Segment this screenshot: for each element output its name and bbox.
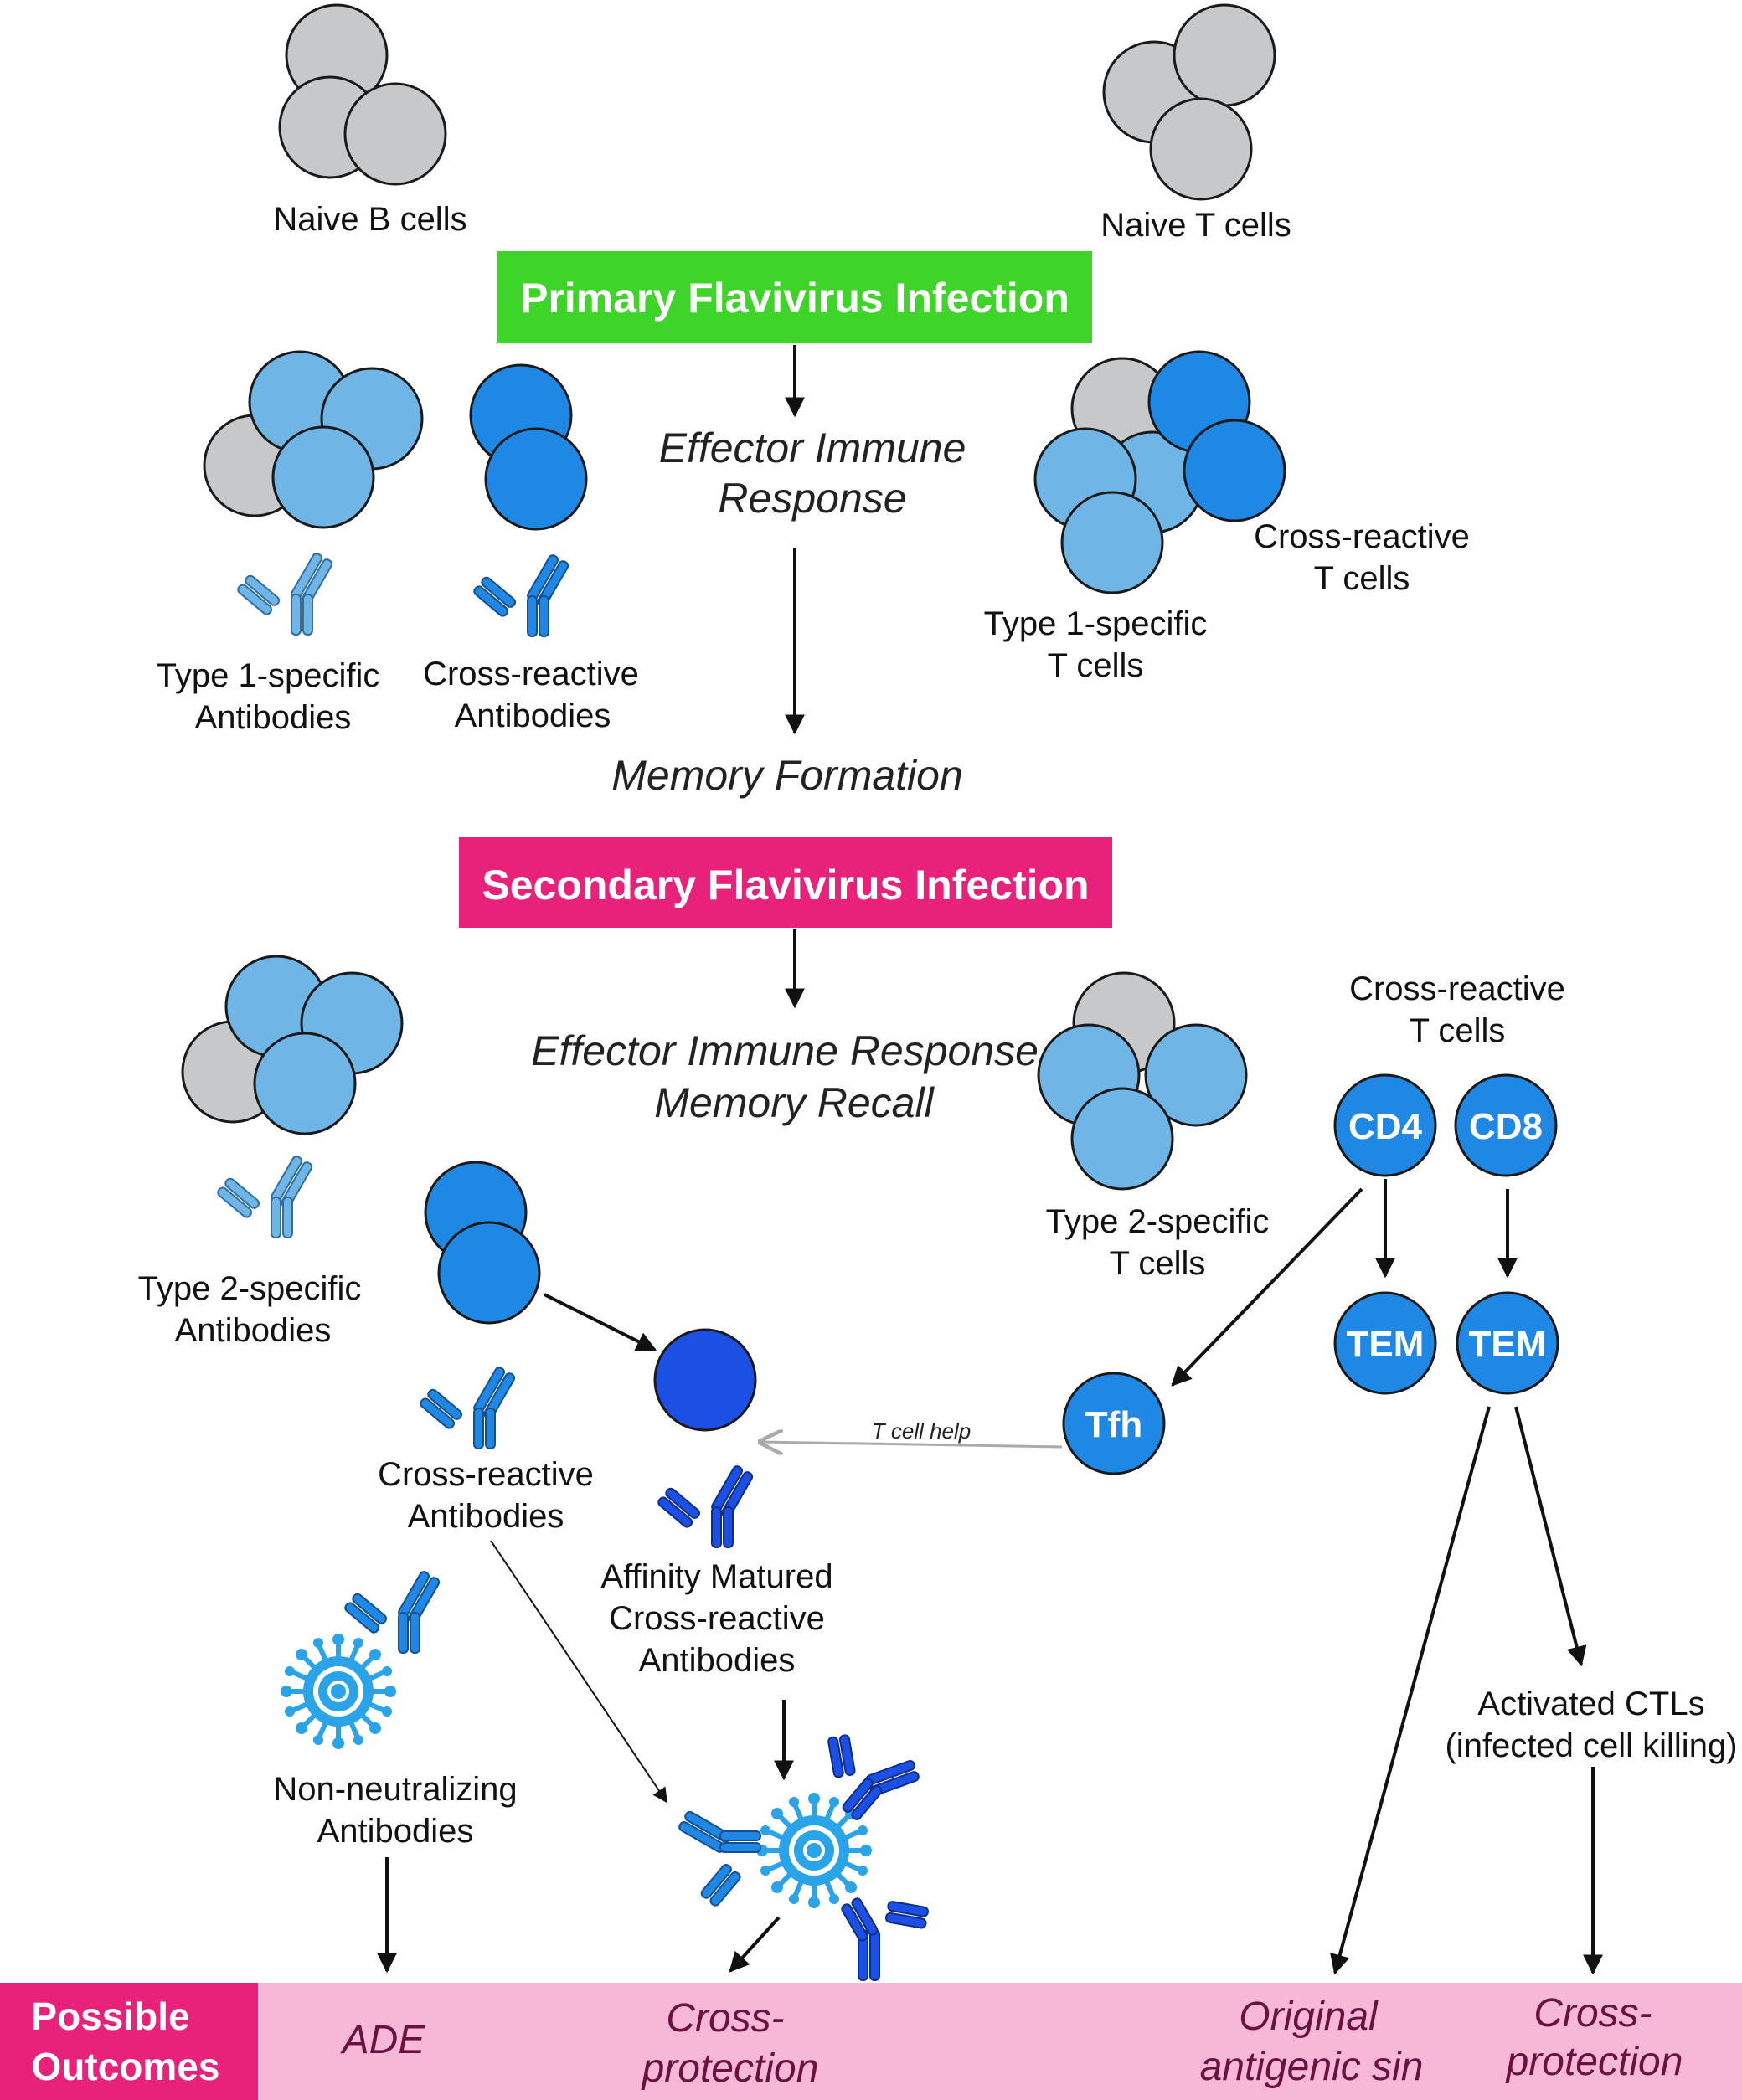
outcome-cross-protection-1-line1: Cross- — [666, 1996, 784, 2041]
neutralizing-antibody-bottom — [821, 1868, 949, 1990]
type2-t-line1: Type 2-specific — [1046, 1203, 1270, 1240]
effector-primary-line1: Effector Immune — [659, 425, 966, 471]
type2-t-line2: T cells — [1110, 1245, 1206, 1282]
crossreactive-antibodies-2-line1: Cross-reactive — [378, 1456, 594, 1493]
non-neutralizing-line2: Antibodies — [317, 1813, 474, 1850]
outcome-cross-protection-1-line2: protection — [641, 2046, 819, 2091]
crossreactive-antibodies-1-line1: Cross-reactive — [423, 656, 639, 692]
naive-b-cell-cluster — [278, 3, 447, 186]
naive-t-label: Naive T cells — [1100, 207, 1291, 244]
outcomes-band — [0, 1983, 1742, 2100]
secondary-infection-box — [459, 837, 1112, 928]
crossreactive-antibodies-2-line2: Antibodies — [408, 1498, 564, 1535]
memory-formation-label: Memory Formation — [611, 752, 963, 799]
crossreactive-antibody-2-icon — [418, 1365, 517, 1449]
type2-antibody-icon — [215, 1154, 314, 1238]
tem-cd8-label: TEM — [1469, 1324, 1547, 1365]
primary-t-cell-cluster — [1033, 350, 1286, 594]
tfh-label: Tfh — [1085, 1404, 1142, 1445]
crossreactive-t-1-line2: T cells — [1314, 560, 1410, 597]
type1-t-line1: Type 1-specific — [984, 605, 1208, 642]
cd4-label: CD4 — [1348, 1106, 1423, 1147]
affinity-matured-line1: Affinity Matured — [600, 1558, 832, 1595]
virus-icon-ade — [281, 1634, 396, 1749]
arrow-tem-to-ctls — [1514, 1406, 1587, 1667]
outcomes-heading-box — [0, 1983, 258, 2100]
naive-t-cell-cluster — [1102, 3, 1276, 201]
arrow-cd4-to-tfh — [1171, 1187, 1363, 1387]
non-neutralizing-line1: Non-neutralizing — [273, 1771, 517, 1808]
cd8-label: CD8 — [1469, 1106, 1543, 1147]
outcome-cross-protection-2-line1: Cross- — [1533, 1991, 1652, 2036]
outcomes-heading-line1: Possible — [31, 1994, 189, 2038]
type2-antibodies-line2: Antibodies — [175, 1312, 332, 1349]
affinity-matured-line2: Cross-reactive — [609, 1600, 825, 1637]
type1-antibodies-line1: Type 1-specific — [157, 657, 380, 694]
crossreactive-t-2-line1: Cross-reactive — [1349, 970, 1565, 1007]
primary-infection-label: Primary Flavivirus Infection — [520, 275, 1069, 322]
tem-cd4-cell: TEM — [1333, 1291, 1437, 1395]
crossreactive-b-cell-cluster-2 — [424, 1161, 541, 1325]
crossreactive-t-2-line2: T cells — [1410, 1012, 1506, 1049]
affinity-matured-antibody-icon — [656, 1464, 755, 1548]
activated-ctls-line1: Activated CTLs — [1477, 1686, 1704, 1722]
type2-antibodies-line1: Type 2-specific — [138, 1270, 362, 1307]
effector-secondary-line2: Memory Recall — [654, 1079, 935, 1126]
outcome-original-antigenic-sin-line1: Original — [1239, 1994, 1379, 2039]
affinity-matured-b-cell — [653, 1328, 757, 1432]
cd8-cell: CD8 — [1454, 1073, 1558, 1177]
primary-infection-box — [497, 251, 1092, 343]
affinity-matured-line3: Antibodies — [639, 1642, 796, 1679]
secondary-infection-label: Secondary Flavivirus Infection — [482, 862, 1089, 908]
type2-b-cell-cluster — [181, 955, 404, 1135]
arrow-tem-to-original-antigenic-sin — [1330, 1406, 1491, 1975]
naive-b-label: Naive B cells — [273, 201, 466, 238]
outcomes-heading-line2: Outcomes — [32, 2045, 220, 2088]
type1-antibodies-line2: Antibodies — [195, 699, 352, 736]
type1-t-line2: T cells — [1048, 647, 1144, 684]
tem-cd8-cell: TEM — [1456, 1291, 1559, 1395]
outcome-cross-protection-2-line2: protection — [1505, 2040, 1683, 2084]
type2-t-cell-cluster — [1037, 971, 1248, 1191]
type1-antibody-icon — [235, 551, 334, 636]
t-cell-help-label: T cell help — [872, 1418, 972, 1444]
tfh-cell: Tfh — [1062, 1372, 1166, 1475]
type1-b-cell-cluster — [203, 350, 424, 529]
arrow-b-to-plasma — [544, 1293, 657, 1351]
outcome-ade: ADE — [340, 2018, 426, 2062]
neutralizing-antibody-left — [677, 1809, 761, 1908]
crossreactive-t-1-line1: Cross-reactive — [1254, 518, 1470, 555]
crossreactive-antibodies-1-line2: Antibodies — [455, 697, 611, 734]
effector-primary-line2: Response — [718, 475, 906, 522]
arrow-crossreactive-to-neutralization — [490, 1540, 668, 1804]
crossreactive-b-cell-cluster-1 — [469, 363, 588, 531]
outcome-original-antigenic-sin-line2: antigenic sin — [1200, 2045, 1424, 2089]
activated-ctls-line2: (infected cell killing) — [1445, 1727, 1737, 1764]
arrow-t-cell-help — [760, 1442, 1063, 1447]
crossreactive-antibody-icon — [472, 553, 570, 637]
tem-cd4-label: TEM — [1347, 1324, 1425, 1365]
arrow-neutralization-to-cross-protection — [729, 1916, 781, 1973]
cd4-cell: CD4 — [1333, 1073, 1437, 1177]
effector-secondary-line1: Effector Immune Response, — [531, 1027, 1050, 1074]
